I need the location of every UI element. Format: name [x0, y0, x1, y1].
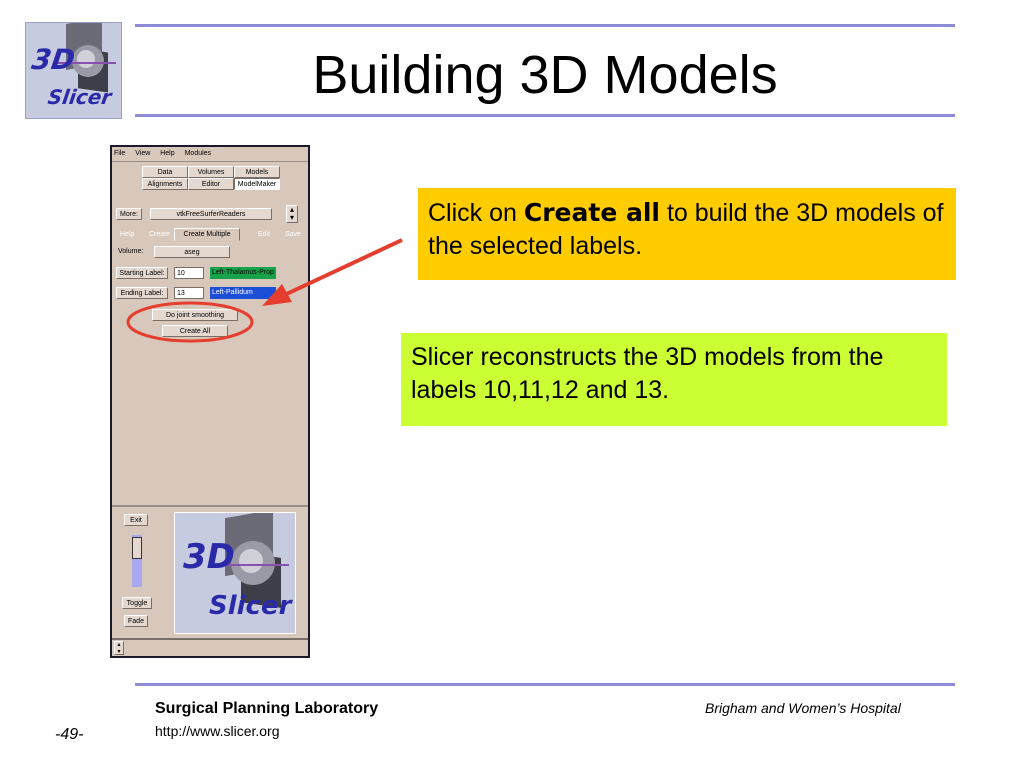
- bottom-spinner[interactable]: ▴▾: [114, 641, 124, 655]
- volume-menu[interactable]: aseg: [154, 246, 230, 258]
- fade-slider-handle[interactable]: [132, 537, 142, 559]
- view-logo-3d-text: 3D: [183, 537, 235, 577]
- bottom-divider: [112, 638, 308, 640]
- module-button-editor[interactable]: Editor: [188, 178, 234, 190]
- brain-slice-icon: [56, 23, 116, 93]
- more-spinner[interactable]: ▴▾: [286, 205, 298, 223]
- module-button-volumes[interactable]: Volumes: [188, 166, 234, 178]
- menu-modules[interactable]: Modules: [184, 150, 212, 157]
- brain-slice-icon: [213, 513, 289, 608]
- ending-label-button[interactable]: Ending Label:: [116, 287, 168, 299]
- callout1-post: to build the 3D models of the selected l…: [428, 199, 944, 260]
- module-button-alignments[interactable]: Alignments: [142, 178, 188, 190]
- tab-save[interactable]: Save: [285, 231, 301, 238]
- create-all-button[interactable]: Create All: [162, 325, 228, 337]
- footer-rule: [135, 683, 955, 686]
- fade-button[interactable]: Fade: [124, 615, 148, 627]
- tab-create-multiple[interactable]: Create Multiple: [174, 228, 240, 241]
- header-bottom-rule: [135, 114, 955, 117]
- menu-bar: File View Help Modules: [114, 150, 219, 162]
- view-logo-slicer-text: Slicer: [209, 591, 292, 621]
- module-button-models[interactable]: Models: [234, 166, 280, 178]
- create-all-highlight-ellipse: [126, 301, 254, 343]
- tab-edit[interactable]: Edit: [258, 231, 271, 238]
- more-module-menu[interactable]: vtkFreeSurferReaders: [150, 208, 272, 220]
- tab-help[interactable]: Help: [120, 231, 135, 238]
- starting-label-button[interactable]: Starting Label:: [116, 267, 168, 279]
- slicer-panel: File View Help Modules Data Volumes Mode…: [112, 147, 308, 656]
- tab-create[interactable]: Create: [149, 231, 171, 238]
- callout1-pre: Click on: [428, 199, 517, 227]
- toggle-button[interactable]: Toggle: [122, 597, 152, 609]
- callout1-keyword: Create all: [523, 198, 660, 227]
- volume-label: Volume:: [118, 248, 144, 255]
- callout2-text: Slicer reconstructs the 3D models from t…: [411, 343, 884, 404]
- page-number: -49-: [55, 726, 84, 743]
- starting-label-field[interactable]: 10: [174, 267, 204, 279]
- footer-hospital: Brigham and Women’s Hospital: [705, 700, 901, 716]
- ending-label-field[interactable]: 13: [174, 287, 204, 299]
- footer-lab-name: Surgical Planning Laboratory: [155, 700, 379, 717]
- annotation-arrowhead: [262, 284, 292, 306]
- exit-button[interactable]: Exit: [124, 514, 148, 526]
- callout-create-all: Click on Create all to build the 3D mode…: [418, 188, 956, 280]
- fade-slider[interactable]: [132, 535, 142, 587]
- annotation-arrow: [277, 238, 403, 300]
- header-top-rule: [135, 24, 955, 27]
- ending-label-name: Left-Pallidum: [210, 287, 276, 299]
- view-logo: 3D Slicer: [174, 512, 296, 634]
- callout-reconstruct: Slicer reconstructs the 3D models from t…: [401, 333, 947, 426]
- panel-divider: [112, 505, 308, 507]
- menu-view[interactable]: View: [135, 150, 151, 157]
- more-button[interactable]: More:: [116, 208, 142, 220]
- module-button-data[interactable]: Data: [142, 166, 188, 178]
- slide-title: Building 3D Models: [312, 45, 778, 105]
- module-button-modelmaker[interactable]: ModelMaker: [234, 178, 280, 190]
- menu-help[interactable]: Help: [160, 150, 175, 157]
- slicer-logo: 3D Slicer: [25, 22, 122, 119]
- footer-url[interactable]: http://www.slicer.org: [155, 723, 280, 739]
- starting-label-name: Left-Thalamus-Prop: [210, 267, 276, 279]
- menu-divider: [112, 161, 308, 162]
- menu-file[interactable]: File: [114, 150, 126, 157]
- slicer-window: File View Help Modules Data Volumes Mode…: [110, 145, 310, 658]
- joint-smoothing-button[interactable]: Do joint smoothing: [152, 309, 238, 321]
